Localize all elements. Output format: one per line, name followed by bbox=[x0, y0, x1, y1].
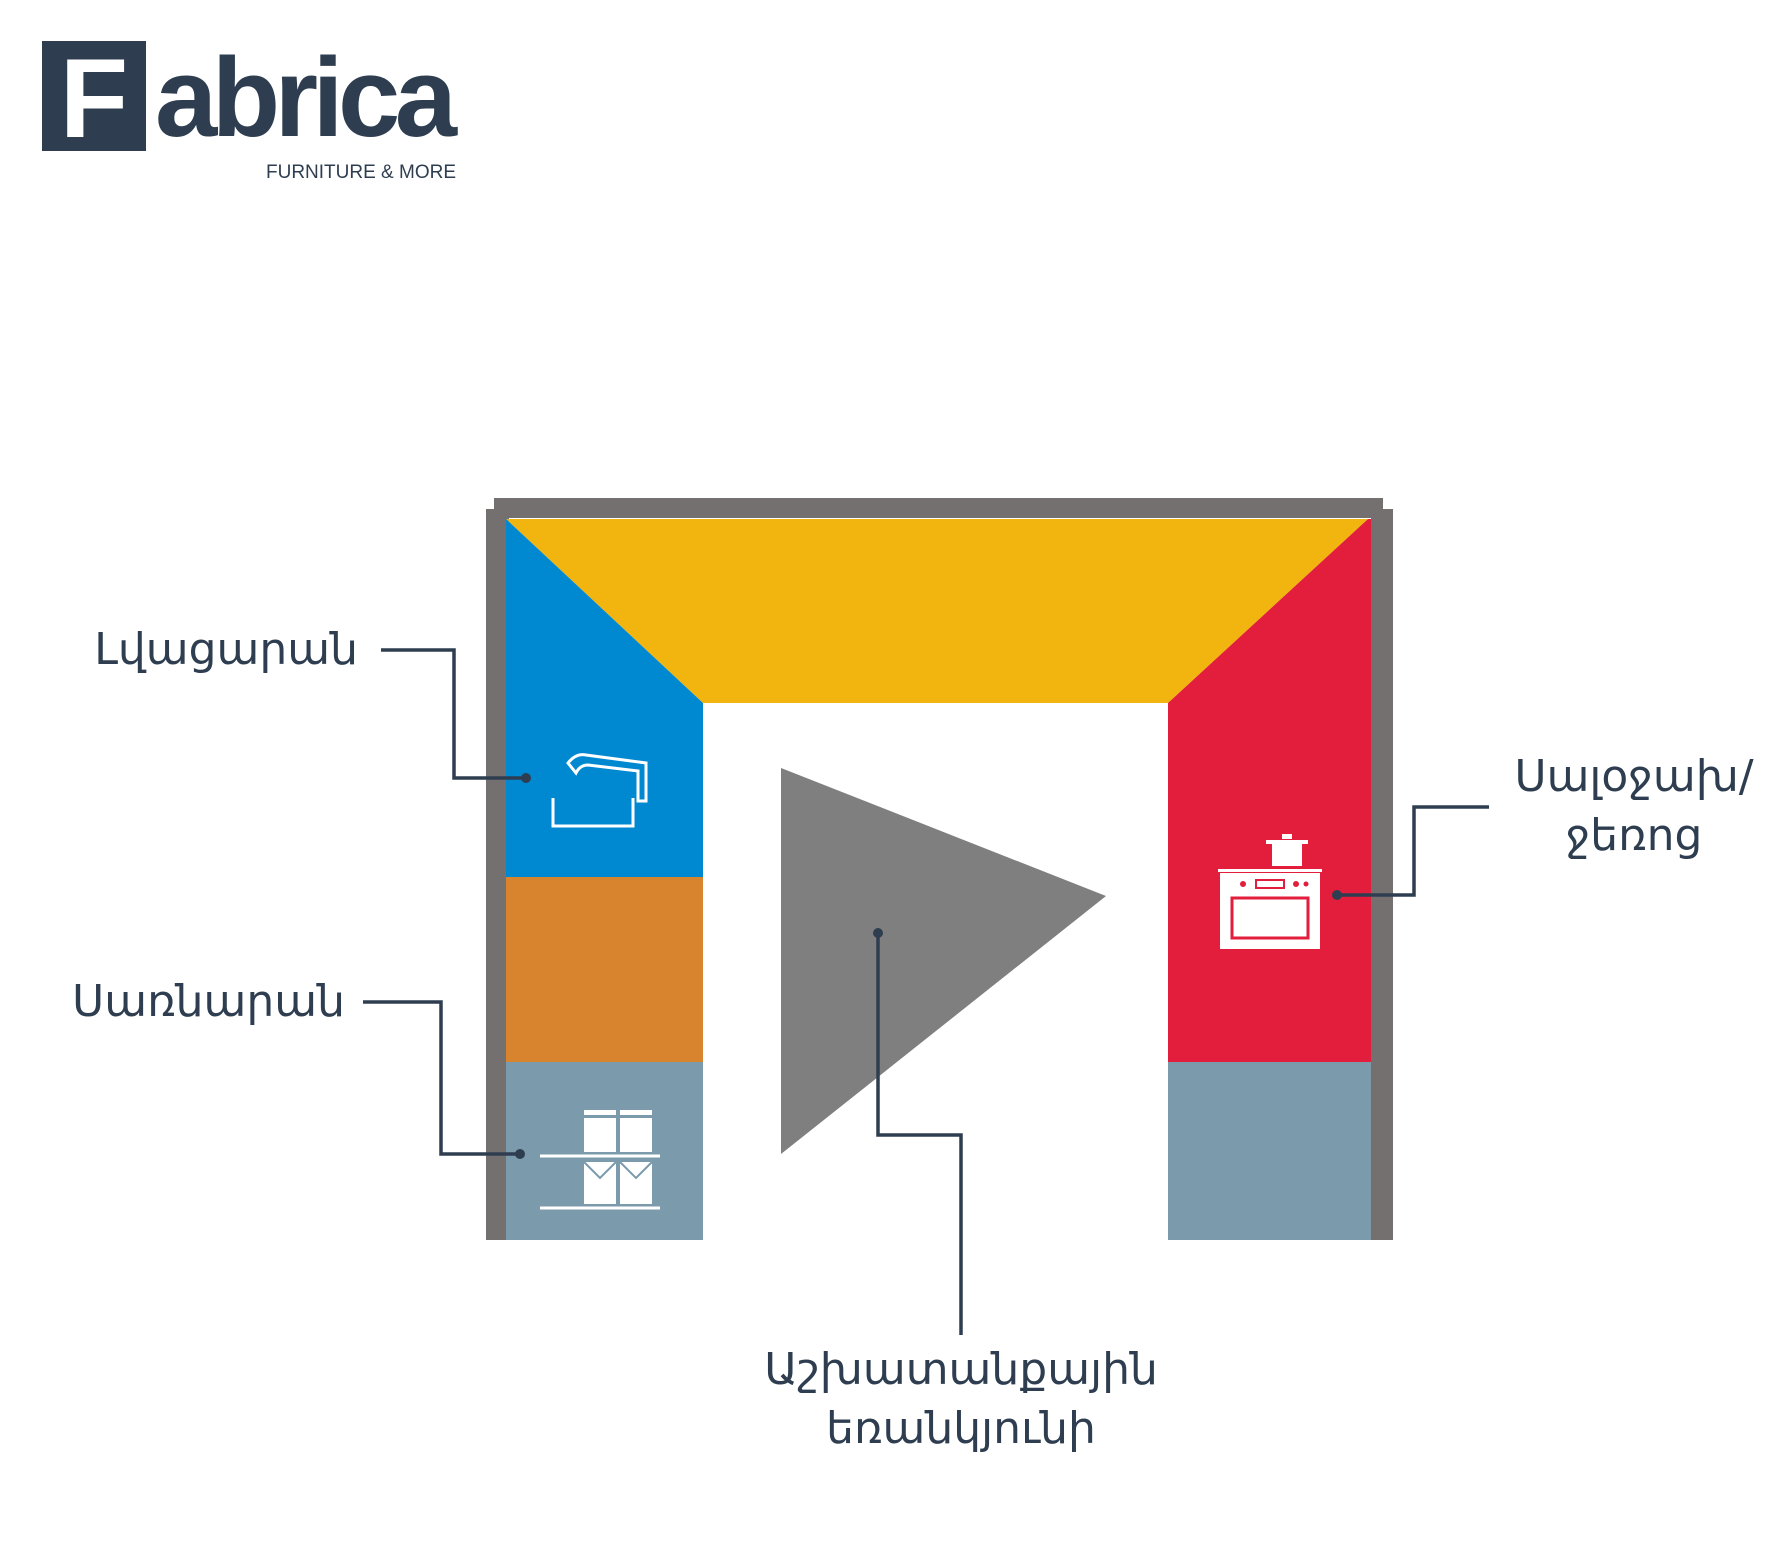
stove-marker bbox=[1332, 890, 1342, 900]
jars-icon bbox=[540, 1110, 660, 1210]
label-fridge: Սառնարան bbox=[72, 976, 345, 1027]
faucet-icon bbox=[551, 753, 648, 828]
label-triangle-line2: եռանկյունի bbox=[826, 1403, 1096, 1454]
oven-icon bbox=[1218, 834, 1322, 949]
stove-leader bbox=[1337, 805, 1489, 897]
triangle-leader bbox=[876, 933, 963, 1335]
fridge-marker bbox=[515, 1149, 525, 1159]
fabrica-logo: F abrica FURNITURE & MORE bbox=[42, 35, 458, 183]
label-triangle-line1: Աշխատանքային bbox=[764, 1344, 1158, 1395]
triangle-marker bbox=[873, 928, 883, 938]
right-wall bbox=[1371, 509, 1393, 1240]
work-triangle bbox=[781, 768, 1106, 1154]
sink-zone bbox=[506, 519, 703, 877]
label-stove-line2: ջեռոց bbox=[1566, 810, 1703, 861]
countertop-zone bbox=[506, 519, 1368, 703]
logo-letter: F bbox=[60, 36, 128, 161]
sink-leader bbox=[381, 648, 526, 780]
logo-name: abrica bbox=[155, 35, 458, 160]
label-sink: Լվացարան bbox=[94, 624, 358, 675]
logo-tagline: FURNITURE & MORE bbox=[266, 162, 456, 183]
stove-zone bbox=[1168, 519, 1371, 1062]
fridge-zone bbox=[506, 877, 703, 1062]
sink-marker bbox=[521, 773, 531, 783]
logo-box bbox=[42, 41, 146, 151]
top-wall bbox=[494, 498, 1383, 518]
label-stove-line1: Սալօջախ/ bbox=[1514, 751, 1753, 802]
left-wall bbox=[486, 509, 509, 1240]
storage-zone-right bbox=[1168, 1062, 1371, 1240]
fridge-leader bbox=[363, 1000, 520, 1156]
